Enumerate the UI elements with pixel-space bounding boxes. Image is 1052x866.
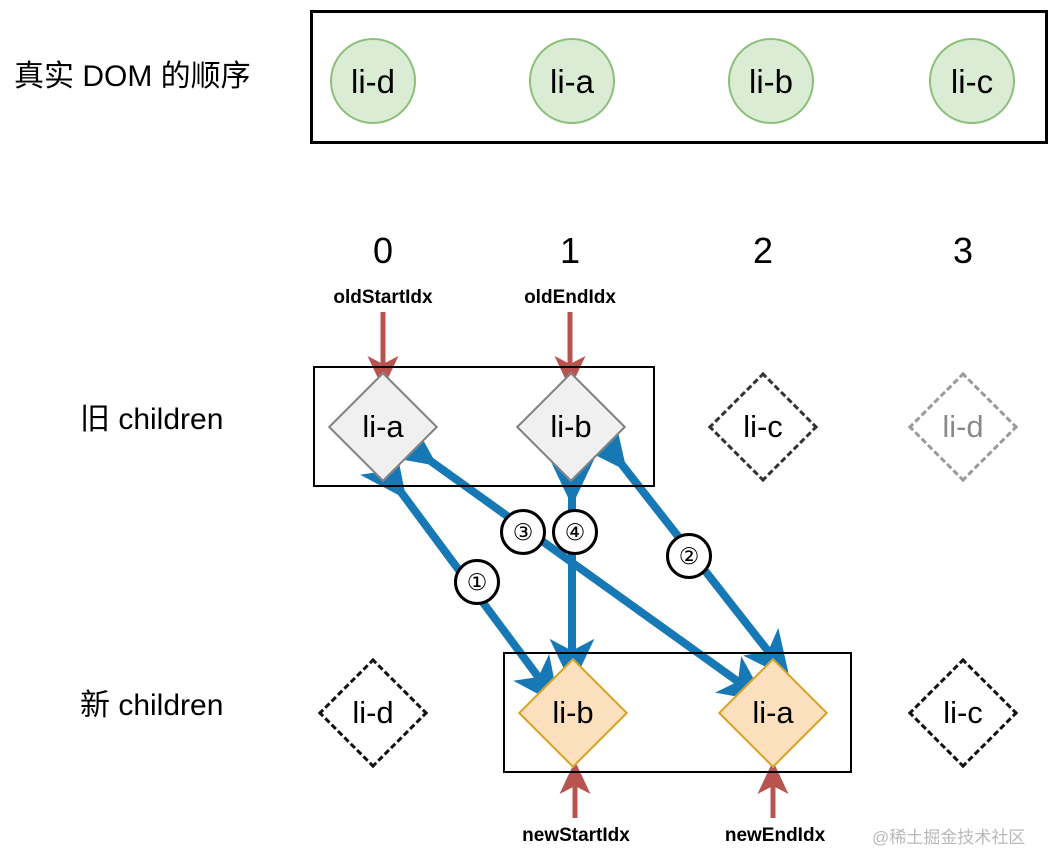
pointer-label-old-end: oldEndIdx: [524, 287, 616, 308]
new-child-label: li-d: [352, 695, 394, 730]
old-child-0: li-a: [323, 371, 443, 482]
dom-circle-1: li-a: [529, 38, 615, 124]
dom-circle-2: li-b: [728, 38, 814, 124]
old-child-2: li-c: [703, 371, 823, 482]
new-child-2: li-a: [713, 657, 833, 768]
dom-circle-0: li-d: [330, 38, 416, 124]
new-child-0: li-d: [313, 657, 433, 768]
index-number-2: 2: [752, 230, 774, 271]
new-child-3: li-c: [903, 657, 1023, 768]
row-label-old-children: 旧 children: [80, 403, 224, 436]
new-child-label: li-a: [752, 695, 794, 730]
index-number-3: 3: [952, 230, 974, 271]
watermark: @稀土掘金技术社区: [872, 828, 1026, 847]
pointer-label-new-end: newEndIdx: [724, 825, 826, 846]
step-marker-1: ①: [454, 559, 500, 605]
pointer-label-new-start: newStartIdx: [522, 825, 630, 846]
step-marker-2: ②: [666, 533, 712, 579]
old-child-1: li-b: [511, 371, 631, 482]
dom-circle-label: li-a: [549, 62, 594, 100]
dom-circle-label: li-d: [350, 62, 395, 100]
old-child-label: li-c: [743, 409, 783, 444]
step-marker-3: ③: [500, 509, 546, 555]
index-number-0: 0: [372, 230, 394, 271]
new-child-label: li-b: [552, 695, 594, 730]
real-dom-box: li-d li-a li-b li-c: [310, 10, 1048, 144]
new-child-1: li-b: [513, 657, 633, 768]
step-marker-4: ④: [552, 509, 598, 555]
new-children-active-box: [503, 652, 852, 773]
new-child-label: li-c: [943, 695, 983, 730]
old-child-label: li-a: [362, 409, 404, 444]
old-child-label: li-b: [550, 409, 592, 444]
old-child-label: li-d: [942, 409, 984, 444]
index-number-1: 1: [559, 230, 581, 271]
old-children-active-box: [313, 366, 655, 487]
old-child-3: li-d: [903, 371, 1023, 482]
row-label-new-children: 新 children: [80, 689, 224, 722]
row-label-dom: 真实 DOM 的顺序: [14, 60, 251, 93]
pointer-label-old-start: oldStartIdx: [333, 287, 433, 308]
dom-circle-label: li-c: [950, 62, 994, 100]
dom-circle-label: li-b: [748, 62, 793, 100]
dom-circle-3: li-c: [929, 38, 1015, 124]
